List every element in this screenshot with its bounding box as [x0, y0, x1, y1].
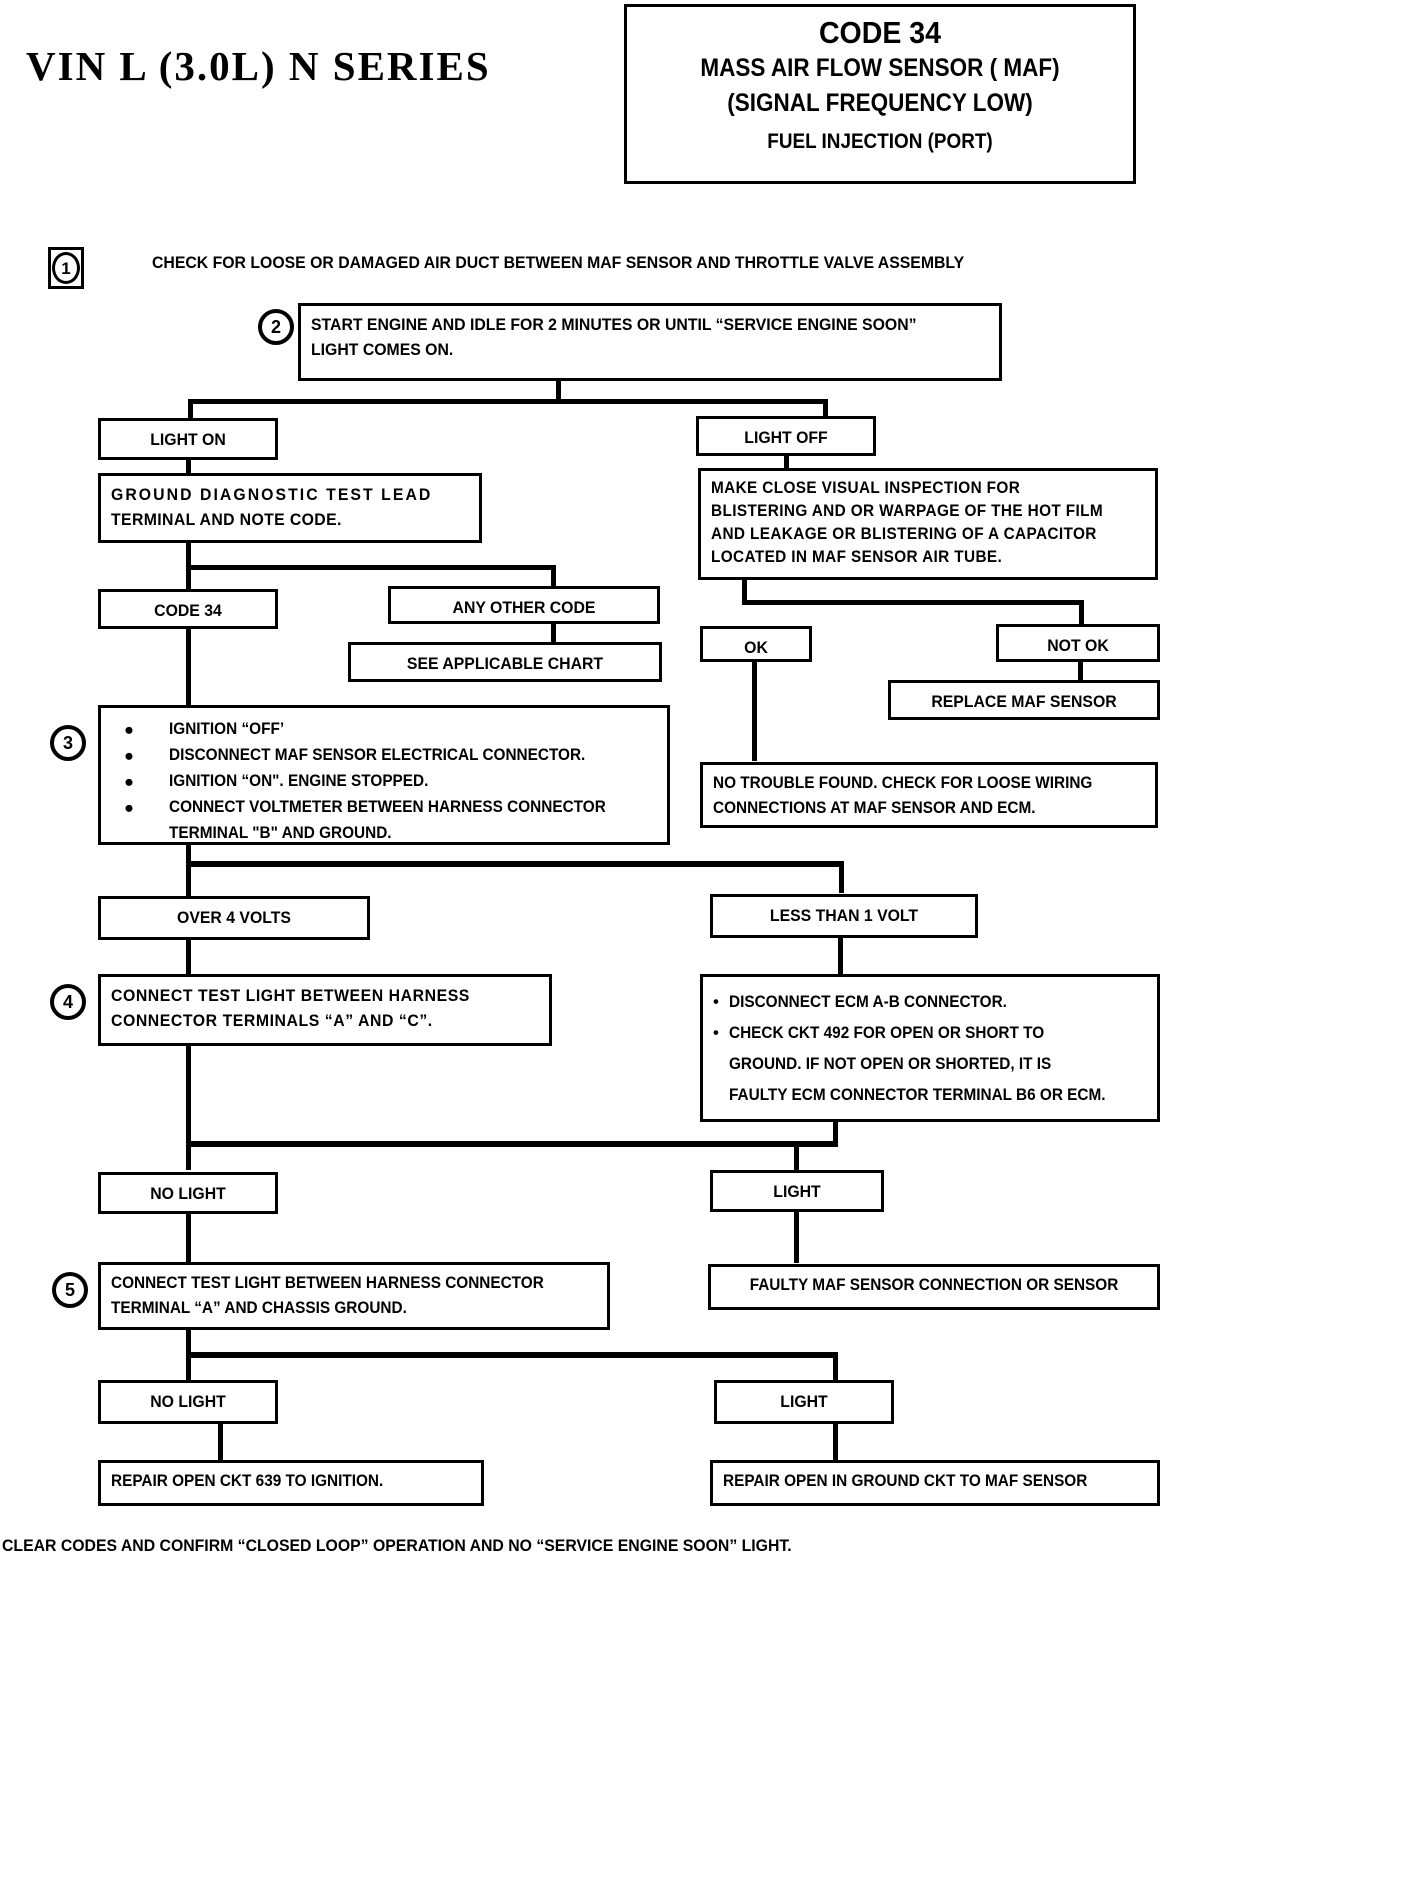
code-34-box: CODE 34	[98, 589, 278, 629]
step2-box: START ENGINE AND IDLE FOR 2 MINUTES OR U…	[298, 303, 1002, 381]
any-other-code-box: ANY OTHER CODE	[388, 586, 660, 624]
step-marker-3: 3	[50, 725, 86, 761]
faulty-maf-box: FAULTY MAF SENSOR CONNECTION OR SENSOR	[708, 1264, 1160, 1310]
step3-bullet-item: ● CONNECT VOLTMETER BETWEEN HARNESS CONN…	[124, 794, 657, 820]
light-off-box: LIGHT OFF	[696, 416, 876, 456]
replace-maf-box: REPLACE MAF SENSOR	[888, 680, 1160, 720]
bullet-dot-icon: •	[713, 1024, 719, 1042]
repair-ckt-639-box: REPAIR OPEN CKT 639 TO IGNITION.	[98, 1460, 484, 1506]
code-system: FUEL INJECTION (PORT)	[767, 130, 993, 153]
step-marker-4: 4	[50, 984, 86, 1020]
connector-light2-to-repair	[833, 1423, 838, 1461]
connector-ok-to-no-trouble	[752, 661, 757, 761]
connector-light-on-to-ground	[186, 459, 191, 475]
ecm-check-continuation: GROUND. IF NOT OPEN OR SHORTED, IT IS	[729, 1055, 1052, 1073]
connector-step2-down	[556, 381, 561, 401]
ecm-check-item: • DISCONNECT ECM A-B CONNECTOR.	[713, 987, 1145, 1018]
step3-box: ● IGNITION “OFF’ ● DISCONNECT MAF SENSOR…	[98, 705, 670, 845]
code-subdescription: (SIGNAL FREQUENCY LOW)	[727, 89, 1033, 117]
step3-bullet-item: ● IGNITION “OFF’	[124, 716, 657, 742]
step1-instruction: CHECK FOR LOOSE OR DAMAGED AIR DUCT BETW…	[152, 253, 965, 272]
connector-light-off-down	[823, 399, 828, 417]
repair-ground-ckt-box: REPAIR OPEN IN GROUND CKT TO MAF SENSOR	[710, 1460, 1160, 1506]
light-box-1: LIGHT	[710, 1170, 884, 1212]
connector-light1-down	[794, 1141, 799, 1171]
over-4-volts-box: OVER 4 VOLTS	[98, 896, 370, 940]
connector-light1-to-faulty	[794, 1211, 799, 1263]
bullet-dot-icon: ●	[124, 773, 134, 791]
no-light-box-2: NO LIGHT	[98, 1380, 278, 1424]
ground-diagnostic-box: GROUND DIAGNOSTIC TEST LEAD TERMINAL AND…	[98, 473, 482, 543]
connector-no-light2-to-repair	[218, 1423, 223, 1461]
vin-title: VIN L (3.0L) N SERIES	[26, 43, 491, 89]
step3-bullet-item: ● DISCONNECT MAF SENSOR ELECTRICAL CONNE…	[124, 742, 657, 768]
ecm-check-continuation: FAULTY ECM CONNECTOR TERMINAL B6 OR ECM.	[729, 1086, 1106, 1104]
connector-any-other-to-chart	[551, 623, 556, 643]
step-marker-1-number: 1	[52, 252, 80, 284]
connector-step3-down	[186, 845, 191, 905]
step4-box: CONNECT TEST LIGHT BETWEEN HARNESS CONNE…	[98, 974, 552, 1046]
connector-less1v-to-ecm	[838, 937, 843, 975]
code-description: MASS AIR FLOW SENSOR ( MAF)	[700, 54, 1060, 82]
connector-light2-down	[833, 1352, 838, 1380]
connector-light-branch-horizontal	[186, 1141, 838, 1147]
bullet-dot-icon: ●	[124, 799, 134, 817]
bullet-dot-icon: ●	[124, 747, 134, 765]
light-box-2: LIGHT	[714, 1380, 894, 1424]
connector-final-branch-horizontal	[186, 1352, 838, 1358]
step3-bullet-item: ● IGNITION “ON". ENGINE STOPPED.	[124, 768, 657, 794]
code-number: CODE 34	[818, 15, 942, 50]
visual-inspection-box: MAKE CLOSE VISUAL INSPECTION FOR BLISTER…	[698, 468, 1158, 580]
bullet-dot-icon: ●	[124, 721, 134, 739]
step-marker-5: 5	[52, 1272, 88, 1308]
connector-code34-to-step3	[186, 629, 191, 705]
connector-step5-down	[186, 1330, 191, 1390]
connector-less-than-1v-down	[839, 861, 844, 893]
connector-not-ok-down	[1079, 600, 1084, 624]
less-than-1-volt-box: LESS THAN 1 VOLT	[710, 894, 978, 938]
connector-no-light1-to-step5	[186, 1213, 191, 1263]
step5-box: CONNECT TEST LIGHT BETWEEN HARNESS CONNE…	[98, 1262, 610, 1330]
connector-any-other-down	[551, 565, 556, 589]
connector-step4-down	[186, 1046, 191, 1170]
connector-light-off-to-inspection	[784, 455, 789, 469]
light-on-box: LIGHT ON	[98, 418, 278, 460]
footer-note: CLEAR CODES AND CONFIRM “CLOSED LOOP” OP…	[2, 1536, 792, 1555]
connector-code-branch-horizontal	[186, 565, 556, 570]
ecm-check-item: • CHECK CKT 492 FOR OPEN OR SHORT TO	[713, 1018, 1145, 1049]
not-ok-box: NOT OK	[996, 624, 1160, 662]
step-marker-2: 2	[258, 309, 294, 345]
ok-box: OK	[700, 626, 812, 662]
connector-ok-branch-horizontal	[742, 600, 1084, 605]
code-header-box: CODE 34 MASS AIR FLOW SENSOR ( MAF) (SIG…	[624, 4, 1136, 184]
ecm-check-box: • DISCONNECT ECM A-B CONNECTOR. • CHECK …	[700, 974, 1160, 1122]
connector-ecm-down	[833, 1122, 838, 1147]
connector-over4v-to-step4	[186, 939, 191, 979]
connector-volts-branch-horizontal	[186, 861, 844, 867]
step-marker-1: 1	[48, 247, 84, 289]
connector-inspection-down	[742, 580, 747, 604]
bullet-dot-icon: •	[713, 993, 719, 1011]
step3-bullet-continuation: TERMINAL "B" AND GROUND.	[169, 824, 392, 842]
no-trouble-found-box: NO TROUBLE FOUND. CHECK FOR LOOSE WIRING…	[700, 762, 1158, 828]
step3-bullet-list: ● IGNITION “OFF’ ● DISCONNECT MAF SENSOR…	[111, 716, 657, 846]
connector-not-ok-to-replace	[1078, 661, 1083, 681]
see-applicable-chart-box: SEE APPLICABLE CHART	[348, 642, 662, 682]
connector-light-on-down	[188, 399, 193, 419]
connector-step2-horizontal	[188, 399, 828, 404]
no-light-box-1: NO LIGHT	[98, 1172, 278, 1214]
